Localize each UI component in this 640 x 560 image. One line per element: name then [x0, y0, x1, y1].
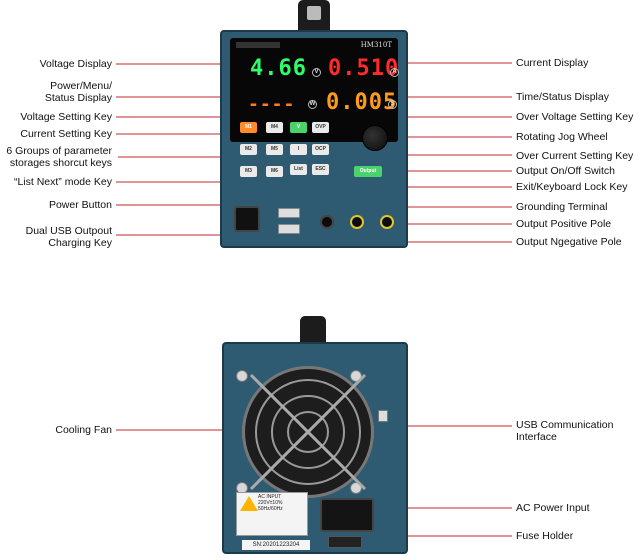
cooling-fan [242, 366, 374, 498]
label-current-setting-key: Current Setting Key [20, 128, 112, 140]
current-readout: 0.510 [328, 56, 400, 81]
ac-power-inlet[interactable] [320, 498, 374, 532]
label-power-menu-status: Power/Menu/ Status Display [44, 80, 112, 104]
label-list-next: “List Next” mode Key [13, 176, 112, 188]
power-supply-front-panel: HM310T 4.66 V 0.510 A ---- W 0.005 S M1 … [220, 30, 408, 248]
warning-icon [240, 496, 258, 511]
label-fuse: Fuse Holder [516, 530, 574, 542]
label-dual-usb: Dual USB Outpout Charging Key [25, 225, 112, 249]
power-readout: ---- [248, 94, 296, 115]
memory-key-m5[interactable]: M5 [266, 144, 283, 155]
ovp-key[interactable]: OVP [312, 122, 329, 133]
list-next-key[interactable]: List [290, 164, 307, 175]
fan-guard-cross [249, 373, 367, 491]
fan-grill-ring [271, 395, 345, 469]
label-param-groups: 6 Groups of parameter storages shorcut k… [6, 145, 112, 169]
label-over-voltage: Over Voltage Setting Key [516, 111, 634, 123]
usb-communication-port[interactable] [378, 410, 388, 422]
memory-key-m6[interactable]: M6 [266, 166, 283, 177]
memory-key-m2[interactable]: M2 [240, 144, 257, 155]
voltage-set-key[interactable]: V [290, 122, 307, 133]
label-voltage-setting-key: Voltage Setting Key [20, 111, 112, 123]
esc-key[interactable]: ESC [312, 164, 329, 175]
carry-handle-back [300, 316, 326, 344]
fan-grill-ring [287, 411, 329, 453]
volt-unit-indicator: V [312, 68, 321, 77]
output-switch[interactable]: Output [354, 166, 382, 177]
grounding-terminal[interactable] [320, 215, 334, 229]
fuse-holder[interactable] [328, 536, 362, 548]
power-button[interactable] [234, 206, 260, 232]
label-usb-comm: USB Communication Interface [516, 419, 614, 443]
time-readout: 0.005 [326, 90, 398, 115]
rating-text: AC INPUT 220V±10% 50Hz/60Hz [258, 494, 283, 512]
memory-key-m3[interactable]: M3 [240, 166, 257, 177]
current-set-key[interactable]: I [290, 144, 307, 155]
label-jog-wheel: Rotating Jog Wheel [516, 131, 608, 143]
carry-handle [298, 0, 330, 32]
label-negative: Output Ngegative Pole [516, 236, 622, 248]
usb-port-1[interactable] [278, 208, 300, 218]
label-cooling-fan: Cooling Fan [55, 424, 112, 436]
memory-key-m4[interactable]: M4 [266, 122, 283, 133]
power-supply-back-panel: AC INPUT 220V±10% 50Hz/60Hz SN:202012232… [222, 342, 408, 554]
amp-unit-indicator: A [390, 68, 399, 77]
label-exit-lock: Exit/Keyboard Lock Key [516, 181, 628, 193]
second-unit-indicator: S [388, 100, 397, 109]
label-current-display: Current Display [516, 57, 589, 69]
brand-logo [236, 42, 280, 48]
model-label: HM310T [360, 41, 392, 49]
label-positive: Output Positive Pole [516, 218, 612, 230]
rotating-jog-wheel[interactable] [362, 125, 388, 151]
label-grounding: Grounding Terminal [516, 201, 608, 213]
label-over-current: Over Current Setting Key [516, 150, 634, 162]
ocp-key[interactable]: OCP [312, 144, 329, 155]
positive-terminal[interactable] [350, 215, 364, 229]
label-time-status: Time/Status Display [516, 91, 609, 103]
serial-number: SN:20201223204 [242, 540, 310, 550]
label-voltage-display: Voltage Display [39, 58, 112, 70]
label-ac-power: AC Power Input [516, 502, 590, 514]
screw-icon [236, 370, 248, 382]
fan-grill-ring [255, 379, 361, 485]
label-output-switch: Output On/Off Switch [516, 165, 616, 177]
watt-unit-indicator: W [308, 100, 317, 109]
usb-port-2[interactable] [278, 224, 300, 234]
label-power-button: Power Button [48, 199, 112, 211]
memory-key-m1[interactable]: M1 [240, 122, 257, 133]
lcd-screen: HM310T 4.66 V 0.510 A ---- W 0.005 S [230, 38, 400, 142]
voltage-readout: 4.66 [250, 56, 307, 81]
negative-terminal[interactable] [380, 215, 394, 229]
